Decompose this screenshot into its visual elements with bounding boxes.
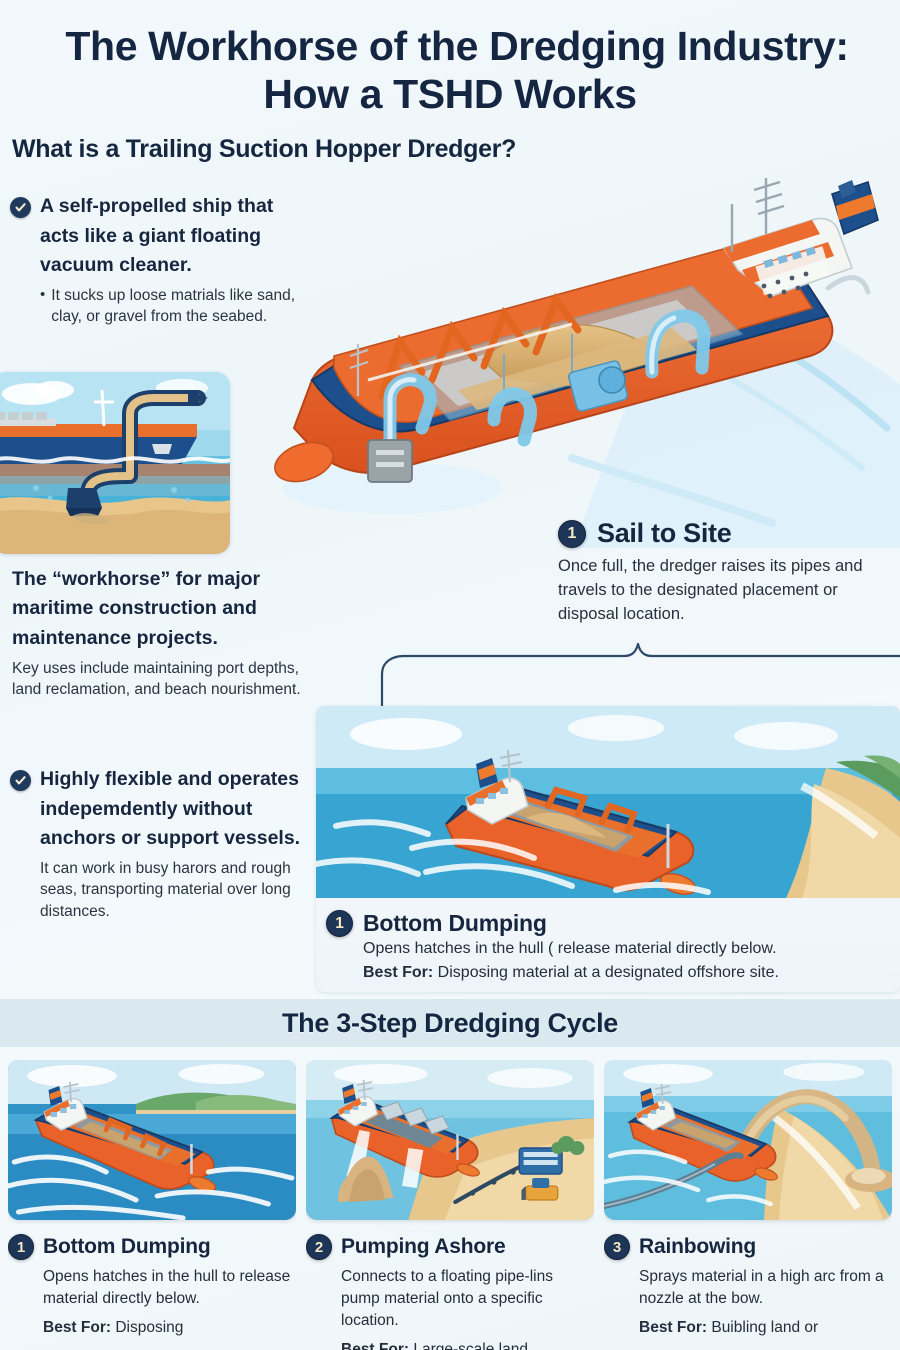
cycle-2-name: Pumping Ashore <box>341 1235 506 1258</box>
bottom-dumping-card: 1 Bottom Dumping Opens hatches in the hu… <box>316 706 900 992</box>
title-line-1: The Workhorse of the Dredging Industry: <box>65 23 849 69</box>
cycle-1-best: Best For: Disposing <box>43 1317 296 1339</box>
cycle-2-number: 2 <box>306 1234 332 1260</box>
cycle-3-best-label: Best For: <box>639 1319 708 1336</box>
cycle-2-best-label: Best For: <box>341 1341 410 1350</box>
cycle-band-title: The 3-Step Dredging Cycle <box>281 1007 619 1038</box>
bullet-dot-icon: • <box>40 285 46 303</box>
cycle-1-best-text: Disposing <box>111 1319 184 1336</box>
cycle-2-desc: Connects to a floating pipe-lins pump ma… <box>341 1268 553 1329</box>
cycle-1-number: 1 <box>8 1234 34 1260</box>
dump-number-badge: 1 <box>326 910 353 937</box>
dump-line-1: Opens hatches in the hull ( release mate… <box>363 940 777 957</box>
step-number-badge: 1 <box>558 519 586 548</box>
step-title: Sail to Site <box>597 518 732 548</box>
cycle-2-best: Best For: Large-scale land <box>341 1339 594 1350</box>
cycle-3-desc: Sprays material in a high arc from a noz… <box>639 1268 884 1307</box>
page-title: The Workhorse of the Dredging Industry: … <box>0 22 900 119</box>
cycle-3-name: Rainbowing <box>639 1235 756 1258</box>
title-line-2: How a TSHD Works <box>263 71 637 118</box>
left-bullet-2: Highly flexible and operates indepemdent… <box>10 765 310 922</box>
tshd-cutaway-illustration <box>274 178 900 548</box>
bullet-1-sublist: • It sucks up loose matrials like sand, … <box>40 285 310 328</box>
cycle-3-best: Best For: Buibling land or <box>639 1317 892 1339</box>
cycle-1-desc: Opens hatches in the hull to release mat… <box>43 1268 291 1307</box>
cycle-band: The 3-Step Dredging Cycle <box>0 999 900 1047</box>
workhorse-block: The “workhorse” for major maritime const… <box>12 565 308 701</box>
check-circle-icon <box>10 197 31 218</box>
workhorse-sub: Key uses include maintaining port depths… <box>12 659 301 699</box>
sail-to-site-step: 1 Sail to Site Once full, the dredger ra… <box>558 518 894 626</box>
workhorse-heading: The “workhorse” for major maritime const… <box>12 568 261 649</box>
section-question: What is a Trailing Suction Hopper Dredge… <box>12 135 517 163</box>
rainbowing-card-illustration <box>604 1060 892 1220</box>
cycle-card-rainbowing: 3 Rainbowing Sprays material in a high a… <box>604 1060 892 1350</box>
bullet-2-sublist: It can work in busy harors and rough sea… <box>40 858 310 923</box>
dump-best-for: Best For: Disposing material at a design… <box>363 961 884 985</box>
seabed-suction-illustration <box>0 372 230 554</box>
check-circle-icon <box>10 770 31 791</box>
step-body: Once full, the dredger raises its pipes … <box>558 557 863 623</box>
ship-superstructure <box>349 178 879 396</box>
cycle-card-pumping-ashore: 2 Pumping Ashore Connects to a floating … <box>306 1060 594 1350</box>
bullet-1-sub-0: It sucks up loose matrials like sand, cl… <box>51 286 296 326</box>
left-bullet-1: A self-propelled ship that acts like a g… <box>10 192 310 328</box>
cycle-3-number: 3 <box>604 1234 630 1260</box>
cycle-3-best-text: Buibling land or <box>707 1319 819 1336</box>
cycle-card-bottom-dumping: 1 Bottom Dumping Opens hatches in the hu… <box>8 1060 296 1350</box>
cycle-2-best-text: Large-scale land <box>409 1341 528 1350</box>
cycle-1-name: Bottom Dumping <box>43 1235 211 1258</box>
bottom-dumping-illustration <box>316 706 900 898</box>
bullet-2-heading: Highly flexible and operates indepemdent… <box>40 768 301 850</box>
pumping-ashore-card-illustration <box>306 1060 594 1220</box>
dump-best-label: Best For: <box>363 964 434 982</box>
cycle-cards-row: 1 Bottom Dumping Opens hatches in the hu… <box>0 1060 900 1350</box>
connector-brace <box>380 642 900 714</box>
bottom-dumping-text: 1 Bottom Dumping Opens hatches in the hu… <box>316 898 900 986</box>
cycle-1-best-label: Best For: <box>43 1319 112 1336</box>
bullet-2-sub-0: It can work in busy harors and rough sea… <box>40 859 291 920</box>
bottom-dumping-card-illustration <box>8 1060 296 1220</box>
dump-best-text: Disposing material at a designated offsh… <box>433 964 779 982</box>
dump-title: Bottom Dumping <box>363 910 547 936</box>
bullet-1-heading: A self-propelled ship that acts like a g… <box>40 195 274 277</box>
